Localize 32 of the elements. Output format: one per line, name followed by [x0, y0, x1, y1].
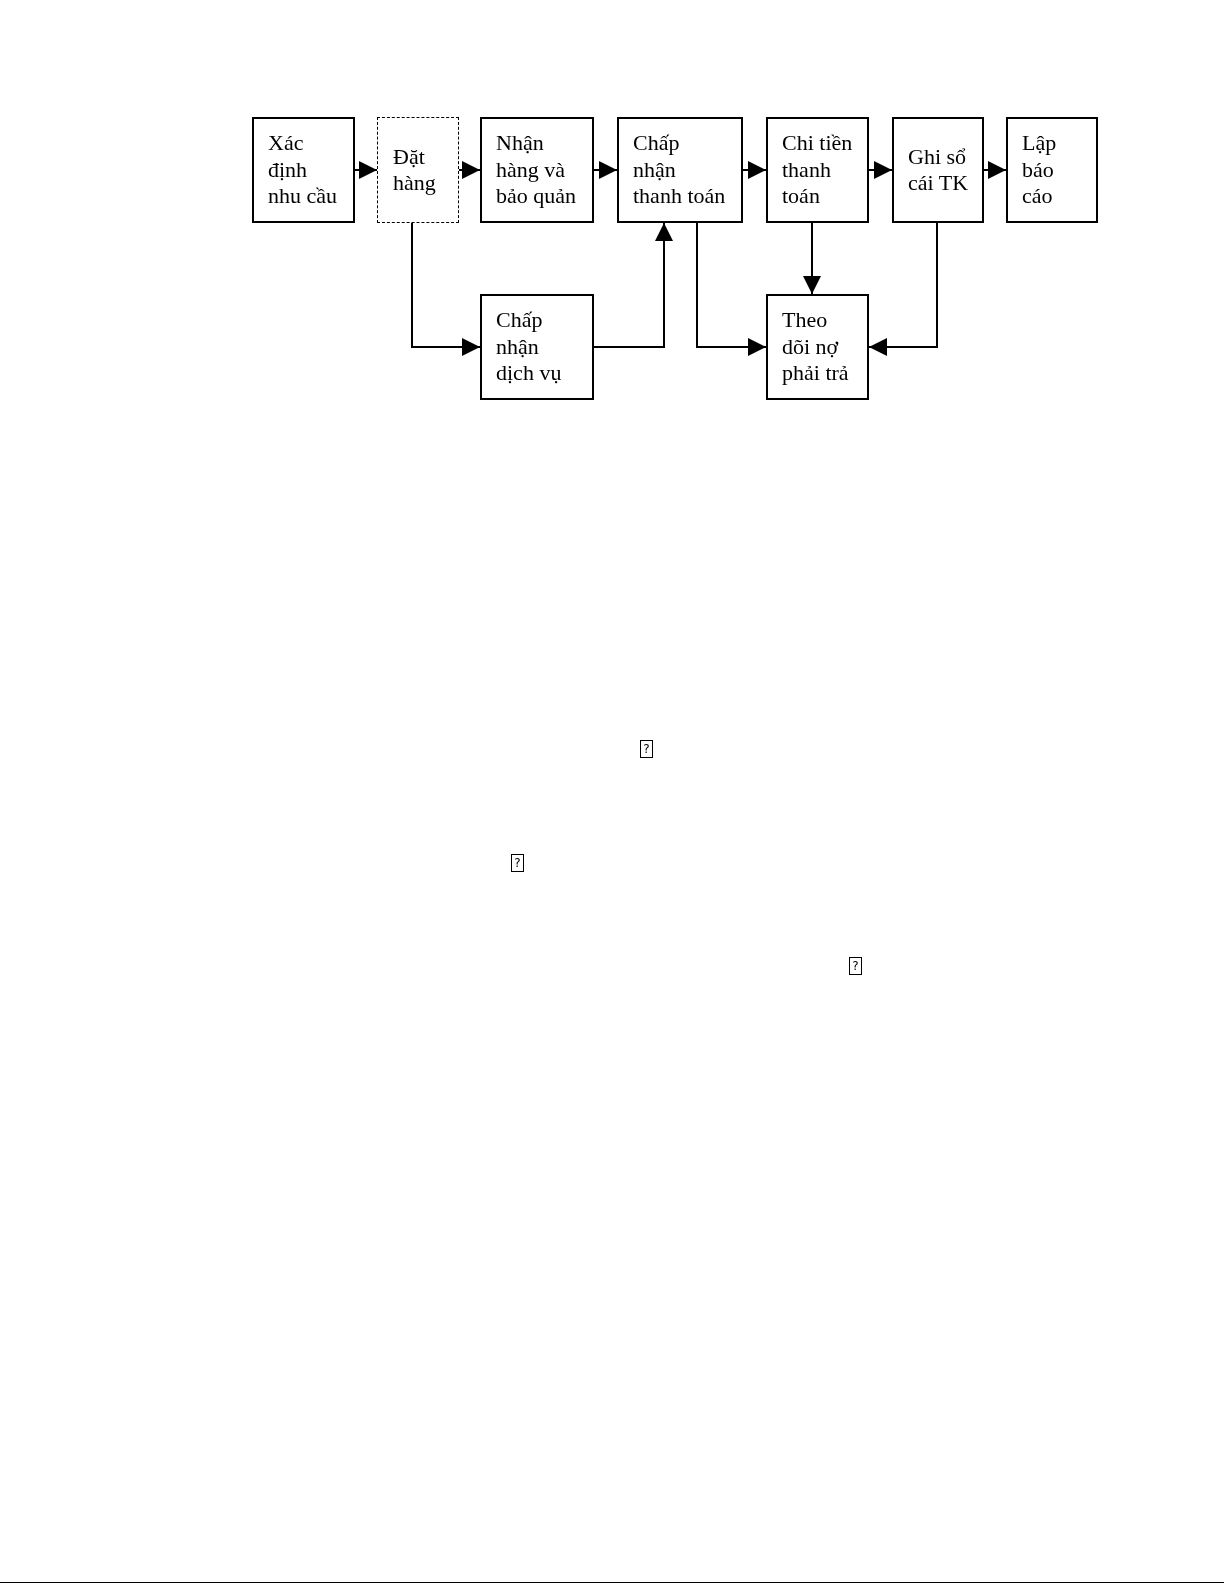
arrow — [354, 161, 378, 179]
process-box — [1006, 117, 1098, 223]
process-box — [766, 294, 869, 400]
arrow — [593, 222, 673, 348]
arrow — [411, 222, 481, 356]
box-label: Chi tiền thanh toán — [782, 130, 854, 210]
dashed-process-box — [377, 117, 459, 223]
arrow — [983, 161, 1007, 179]
arrow — [803, 222, 821, 295]
box-label: Ghi sổ cái TK — [908, 143, 970, 197]
arrow — [742, 161, 767, 179]
arrow — [458, 161, 481, 179]
arrow — [868, 222, 938, 356]
process-box — [480, 294, 594, 400]
arrow — [696, 222, 767, 356]
missing-glyph-mark: ? — [511, 854, 524, 872]
process-box — [480, 117, 594, 223]
arrow — [593, 161, 618, 179]
process-box — [617, 117, 743, 223]
box-label: Đặt hàng — [393, 143, 437, 197]
box-label: Lập báo cáo — [1022, 130, 1058, 210]
box-label: Chấp nhận dịch vụ — [496, 307, 563, 387]
arrow — [868, 161, 893, 179]
box-label: Theo dõi nợ phải trả — [782, 307, 850, 387]
box-label: Nhận hàng và bảo quản — [496, 130, 578, 210]
box-label: Xác định nhu cầu — [268, 130, 339, 210]
process-box — [892, 117, 984, 223]
process-box — [252, 117, 355, 223]
process-box — [766, 117, 869, 223]
box-label: Chấp nhận thanh toán — [633, 130, 727, 210]
missing-glyph-mark: ? — [640, 740, 653, 758]
missing-glyph-mark: ? — [849, 957, 862, 975]
